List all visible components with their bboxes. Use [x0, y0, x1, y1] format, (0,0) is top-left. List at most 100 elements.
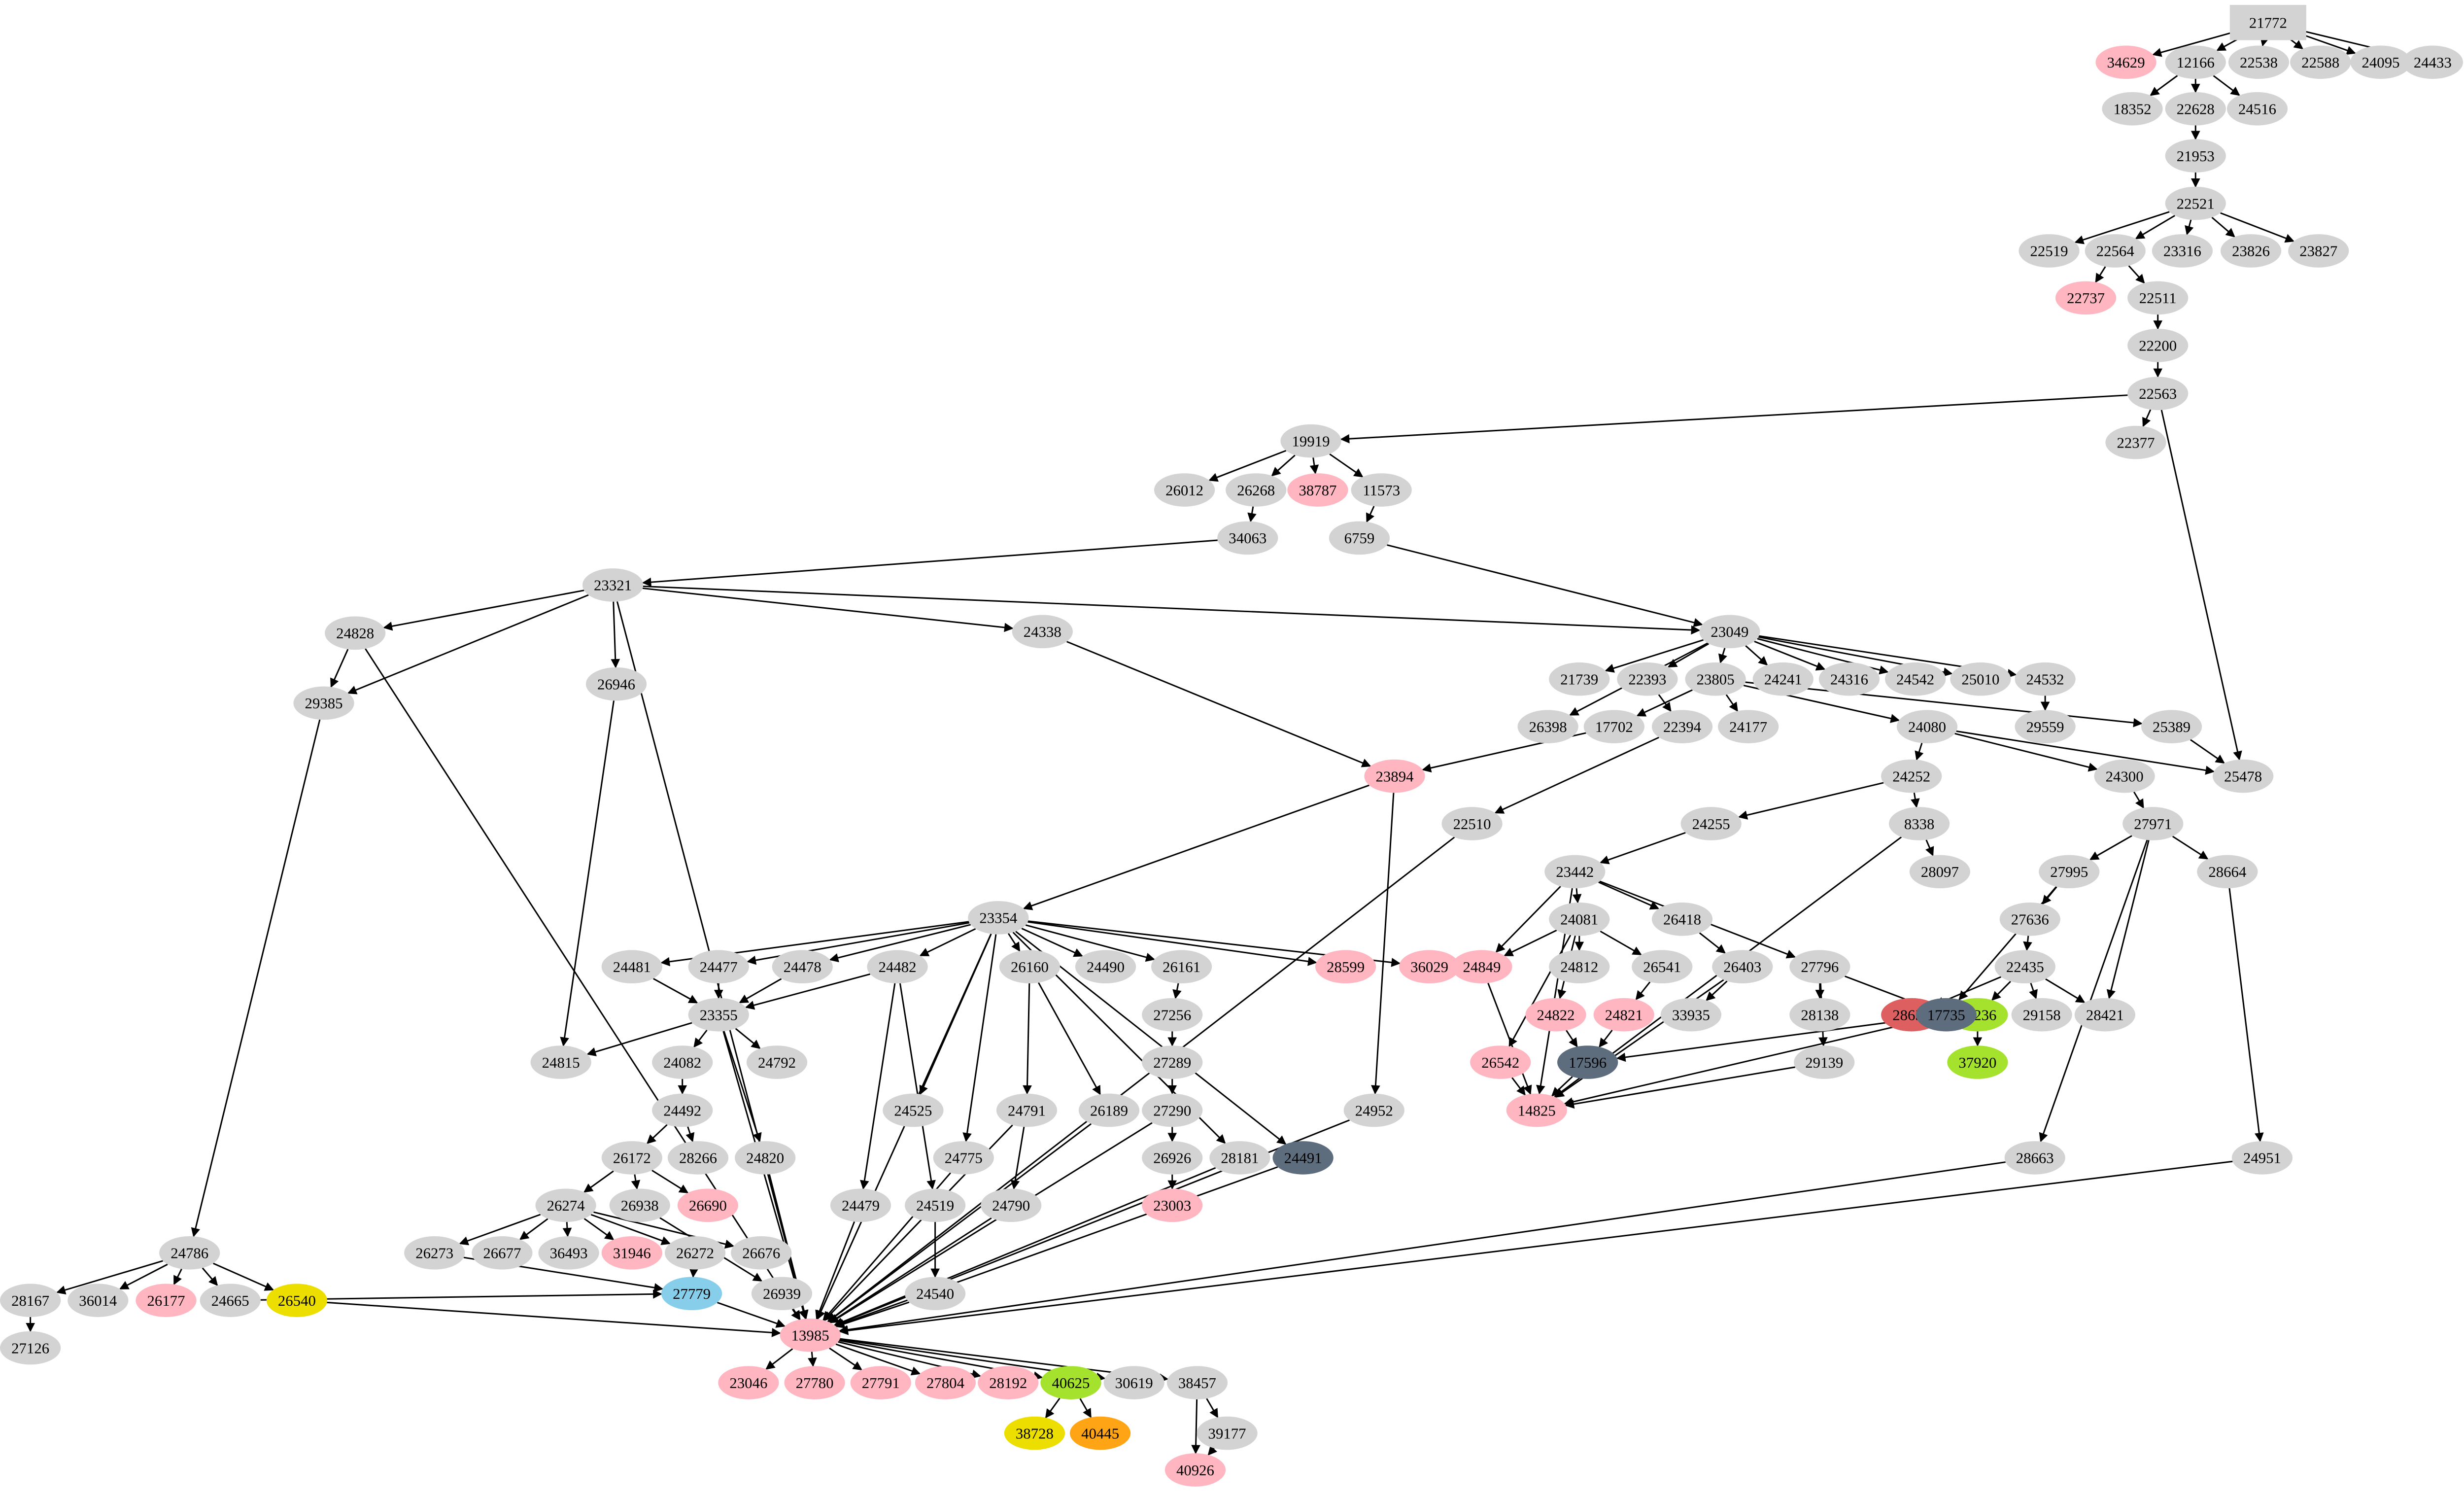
node-label-26938: 26938 [621, 1197, 659, 1214]
edge-24080-25478 [1956, 730, 2215, 775]
node-label-26540: 26540 [278, 1292, 316, 1309]
graph-node-24812: 24812 [1549, 950, 1610, 984]
edge-23049-22393 [1667, 643, 1710, 668]
graph-node-26418: 26418 [1651, 903, 1713, 936]
graph-node-22563: 22563 [2127, 377, 2189, 411]
edge-24492-28266 [685, 1126, 695, 1143]
node-label-19919: 19919 [1292, 433, 1330, 450]
node-label-13985: 13985 [791, 1327, 829, 1344]
node-label-23442: 23442 [1556, 864, 1594, 880]
graph-node-22394: 22394 [1651, 710, 1713, 743]
graph-node-23442: 23442 [1544, 855, 1606, 889]
graph-node-40625: 40625 [1040, 1366, 1101, 1399]
node-label-17735: 17735 [1927, 1007, 1965, 1023]
node-label-24479: 24479 [842, 1197, 880, 1214]
edge-26268-34063 [1247, 506, 1257, 522]
node-ellipse-22377 [2105, 425, 2166, 459]
node-label-27971: 27971 [2134, 816, 2172, 833]
edge-26160-24791 [1023, 983, 1032, 1095]
node-label-24525: 24525 [894, 1102, 932, 1119]
node-ellipse-18352 [2102, 92, 2163, 126]
edge-19919-38787 [1309, 457, 1319, 475]
node-label-21739: 21739 [1560, 671, 1598, 688]
node-label-22435: 22435 [2006, 959, 2044, 975]
graph-node-36493: 36493 [538, 1236, 599, 1270]
node-ellipse-22435 [1994, 950, 2055, 984]
node-ellipse-22510 [1441, 807, 1503, 840]
node-ellipse-6759 [1329, 521, 1390, 555]
graph-node-22377: 22377 [2105, 425, 2166, 459]
node-ellipse-24491 [1272, 1141, 1334, 1175]
node-label-27256: 27256 [1153, 1007, 1191, 1023]
graph-node-24316: 24316 [1818, 662, 1880, 696]
graph-node-23355: 23355 [688, 998, 749, 1032]
edge-22564-22737 [2095, 266, 2106, 283]
node-ellipse-24542 [1885, 662, 1946, 696]
graph-node-22588: 22588 [2290, 45, 2351, 79]
edge-23355-24082 [693, 1029, 708, 1048]
node-ellipse-21953 [2165, 139, 2226, 173]
node-label-23046: 23046 [729, 1375, 767, 1392]
edge-22521-22519 [2074, 211, 2170, 244]
node-label-22510: 22510 [1453, 816, 1491, 833]
node-label-24481: 24481 [613, 959, 651, 975]
edge-19919-26012 [1208, 450, 1287, 482]
node-ellipse-26274 [535, 1188, 596, 1222]
edge-17735-17596 [1616, 1018, 1917, 1062]
edge-17596-14825 [1551, 1076, 1573, 1097]
node-ellipse-22394 [1651, 710, 1713, 743]
edge-27636-22435 [2023, 936, 2032, 951]
graph-node-27804: 27804 [915, 1366, 976, 1399]
node-label-24433: 24433 [2414, 54, 2452, 71]
edge-24665-27779 [260, 1289, 662, 1301]
node-label-26403: 26403 [1723, 959, 1761, 975]
node-label-24952: 24952 [1355, 1102, 1393, 1119]
node-ellipse-24490 [1075, 950, 1136, 984]
node-ellipse-30619 [1103, 1366, 1164, 1399]
node-label-12166: 12166 [2177, 54, 2215, 71]
node-ellipse-26676 [731, 1236, 792, 1270]
graph-node-24775: 24775 [933, 1141, 994, 1175]
node-ellipse-24822 [1525, 998, 1586, 1032]
node-label-28599: 28599 [1327, 959, 1365, 975]
node-ellipse-28663 [2004, 1141, 2065, 1175]
edge-22521-23316 [2185, 219, 2194, 236]
node-label-24822: 24822 [1537, 1007, 1575, 1023]
graph-node-38787: 38787 [1287, 473, 1348, 507]
edge-24786-24665 [202, 1267, 218, 1286]
edge-24080-24252 [1915, 742, 1924, 761]
node-ellipse-26161 [1151, 950, 1212, 984]
node-ellipse-26273 [404, 1236, 465, 1270]
node-ellipse-26403 [1712, 950, 1773, 984]
edge-26946-24815 [560, 700, 615, 1047]
edge-23355-24820 [723, 1031, 762, 1143]
node-label-24252: 24252 [1892, 768, 1930, 785]
graph-node-26274: 26274 [535, 1188, 596, 1222]
graph-node-12166: 12166 [2165, 45, 2226, 79]
node-label-24477: 24477 [700, 959, 738, 975]
graph-node-17702: 17702 [1583, 710, 1644, 743]
graph-node-24491: 24491 [1272, 1141, 1334, 1175]
edge-23354-24490 [1021, 928, 1083, 957]
graph-node-29139: 29139 [1794, 1045, 1855, 1079]
node-label-17596: 17596 [1569, 1054, 1607, 1071]
node-ellipse-24790 [981, 1188, 1042, 1222]
graph-node-24478: 24478 [772, 950, 833, 984]
node-label-14825: 14825 [1518, 1102, 1556, 1119]
graph-node-24665: 24665 [200, 1284, 261, 1317]
edge-28663-13985 [838, 1161, 2006, 1334]
graph-node-24525: 24525 [883, 1093, 944, 1127]
node-ellipse-27636 [1999, 903, 2060, 936]
graph-node-26177: 26177 [136, 1284, 197, 1317]
node-label-22394: 22394 [1663, 719, 1701, 735]
node-ellipse-24479 [830, 1188, 891, 1222]
node-label-26677: 26677 [483, 1245, 521, 1262]
edge-21772-22538 [2260, 36, 2269, 47]
node-ellipse-19919 [1280, 424, 1341, 458]
graph-node-24792: 24792 [746, 1045, 808, 1079]
node-label-26542: 26542 [1481, 1054, 1519, 1071]
graph-node-26268: 26268 [1226, 473, 1287, 507]
graph-node-26946: 26946 [585, 667, 647, 701]
node-ellipse-29385 [293, 686, 354, 720]
node-ellipse-21739 [1549, 662, 1610, 696]
